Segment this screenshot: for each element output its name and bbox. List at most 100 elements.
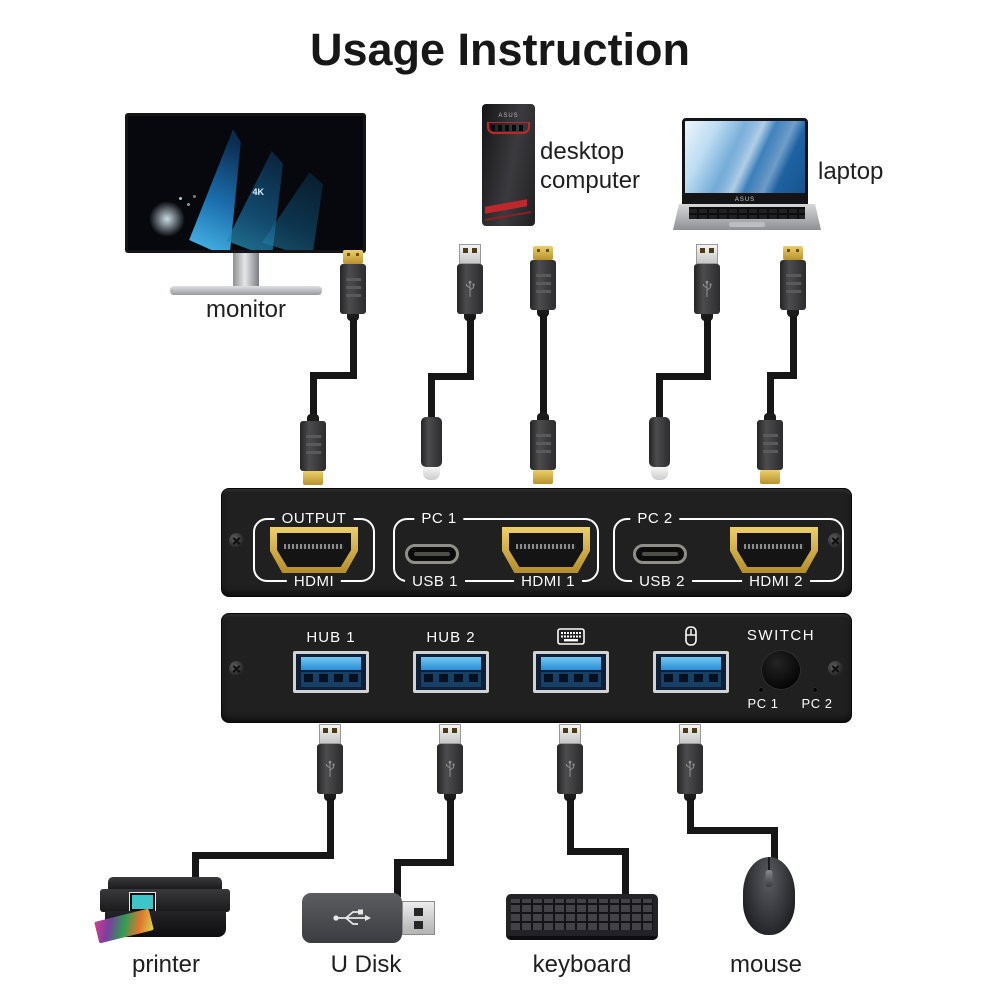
hdmi-port-1 (502, 527, 590, 573)
pc2-indicator-label: PC 2 (801, 696, 833, 711)
monitor-stand-neck (232, 253, 259, 286)
usb-c-port-1 (405, 544, 459, 564)
cable-segment (766, 372, 797, 379)
laptop-brand-logo: ASUS (734, 197, 756, 203)
connector-grips (762, 434, 778, 456)
printer-control-panel (100, 889, 230, 912)
pc1-group-outline: PC 1 USB 1 HDMI 1 (393, 510, 599, 590)
cable-segment (349, 318, 357, 375)
cable-segment (655, 373, 711, 380)
cable-segment (621, 848, 629, 897)
cable-segment (789, 316, 797, 375)
output-group-outline: OUTPUT HDMI (253, 510, 375, 590)
mouse-scroll-wheel (765, 870, 773, 887)
usb-c-port-2 (633, 544, 687, 564)
usb-hub-port-1 (293, 651, 369, 693)
hdmi-port-opening (737, 533, 811, 567)
connector-body (420, 417, 442, 467)
output-port-label: HDMI (286, 573, 342, 590)
usb-trident-icon (703, 280, 712, 297)
usb-a-connector (677, 724, 703, 801)
hdmi-plug-tip (303, 471, 323, 485)
printer-label: printer (131, 951, 201, 978)
printer-image (94, 877, 238, 944)
u-disk-connector (402, 901, 435, 935)
laptop-image: ASUS (673, 118, 821, 230)
usb-trident-icon (686, 760, 695, 777)
keyboard-icon (557, 628, 585, 645)
cable-segment (393, 859, 454, 866)
screw-icon (229, 661, 244, 676)
monitor-label: monitor (205, 296, 287, 323)
connector-body (557, 744, 583, 794)
cable-segment (326, 798, 334, 855)
connector-grips (785, 274, 801, 296)
cable-segment (686, 827, 778, 834)
printer-touchscreen (130, 893, 155, 911)
usb-trident-icon (326, 760, 335, 777)
hdmi-plug-tip (533, 470, 553, 484)
monitor-4k-badge: 4K (252, 187, 265, 198)
connector-body (340, 264, 366, 314)
cable-segment (770, 827, 778, 863)
hdmi-port-opening (509, 533, 583, 567)
usb-c-plug-tip (422, 467, 440, 480)
usb-a-connector (437, 724, 463, 801)
keyboard-image (506, 894, 658, 940)
screw-icon (828, 533, 843, 548)
cable-segment (703, 316, 711, 376)
connector-body (300, 421, 326, 471)
usb-c-plug-tip (650, 467, 668, 480)
laptop-touchpad (729, 222, 765, 227)
usb-port-contacts (301, 672, 361, 687)
cable-segment (766, 372, 774, 418)
hdmi-plug-tip (343, 250, 363, 264)
connector-taper (537, 310, 549, 317)
hdmi-connector (757, 413, 783, 484)
hdmi-output-port (270, 527, 358, 573)
usb-trident-icon (446, 760, 455, 777)
monitor-screen: 4K (125, 113, 366, 253)
tower-red-accent (487, 122, 530, 134)
desktop-brand-logo: ASUS (498, 113, 519, 119)
printer-photo-output (94, 908, 154, 944)
keyboard-keys (511, 899, 653, 930)
connector-taper (444, 794, 456, 801)
connector-taper (787, 310, 799, 317)
usb-port-tongue (661, 657, 721, 670)
cable-segment (427, 373, 474, 380)
cable-segment (566, 848, 629, 855)
switch-button (762, 651, 800, 689)
page-title: Usage Instruction (309, 24, 691, 75)
connector-body (530, 420, 556, 470)
connector-grips (305, 435, 321, 457)
screw-icon (828, 661, 843, 676)
hdmi-port-opening (277, 533, 351, 567)
usb2-port-label: USB 2 (632, 573, 692, 590)
hdmi-port-pins (516, 544, 576, 549)
laptop-screen: ASUS (682, 118, 808, 204)
connector-body (757, 420, 783, 470)
output-group-label: OUTPUT (274, 510, 354, 527)
usb-plug-tip (679, 724, 701, 744)
pc2-led (813, 688, 817, 692)
switch-label: SWITCH (746, 627, 816, 644)
connector-taper (764, 413, 776, 420)
cable-segment (655, 373, 663, 420)
connector-taper (324, 794, 336, 801)
mouse-icon (685, 626, 697, 646)
pc1-led (759, 688, 763, 692)
usb-a-connector (557, 724, 583, 801)
hdmi-connector (530, 413, 556, 484)
hdmi-port-pins (744, 544, 804, 549)
usb-mouse-port (653, 651, 729, 693)
printer-scanner-lid (108, 877, 222, 891)
usb-c-connector (420, 417, 442, 480)
kvm-hdmi-panel: OUTPUT HDMI PC 1 USB 1 HDMI 1 PC 2 USB 2… (221, 488, 852, 597)
usb-trident-icon (466, 280, 475, 297)
pc1-indicator-label: PC 1 (747, 696, 779, 711)
cable-segment (191, 852, 199, 880)
connector-body (457, 264, 483, 314)
connector-hole (414, 907, 423, 916)
keyboard-label: keyboard (532, 951, 632, 978)
